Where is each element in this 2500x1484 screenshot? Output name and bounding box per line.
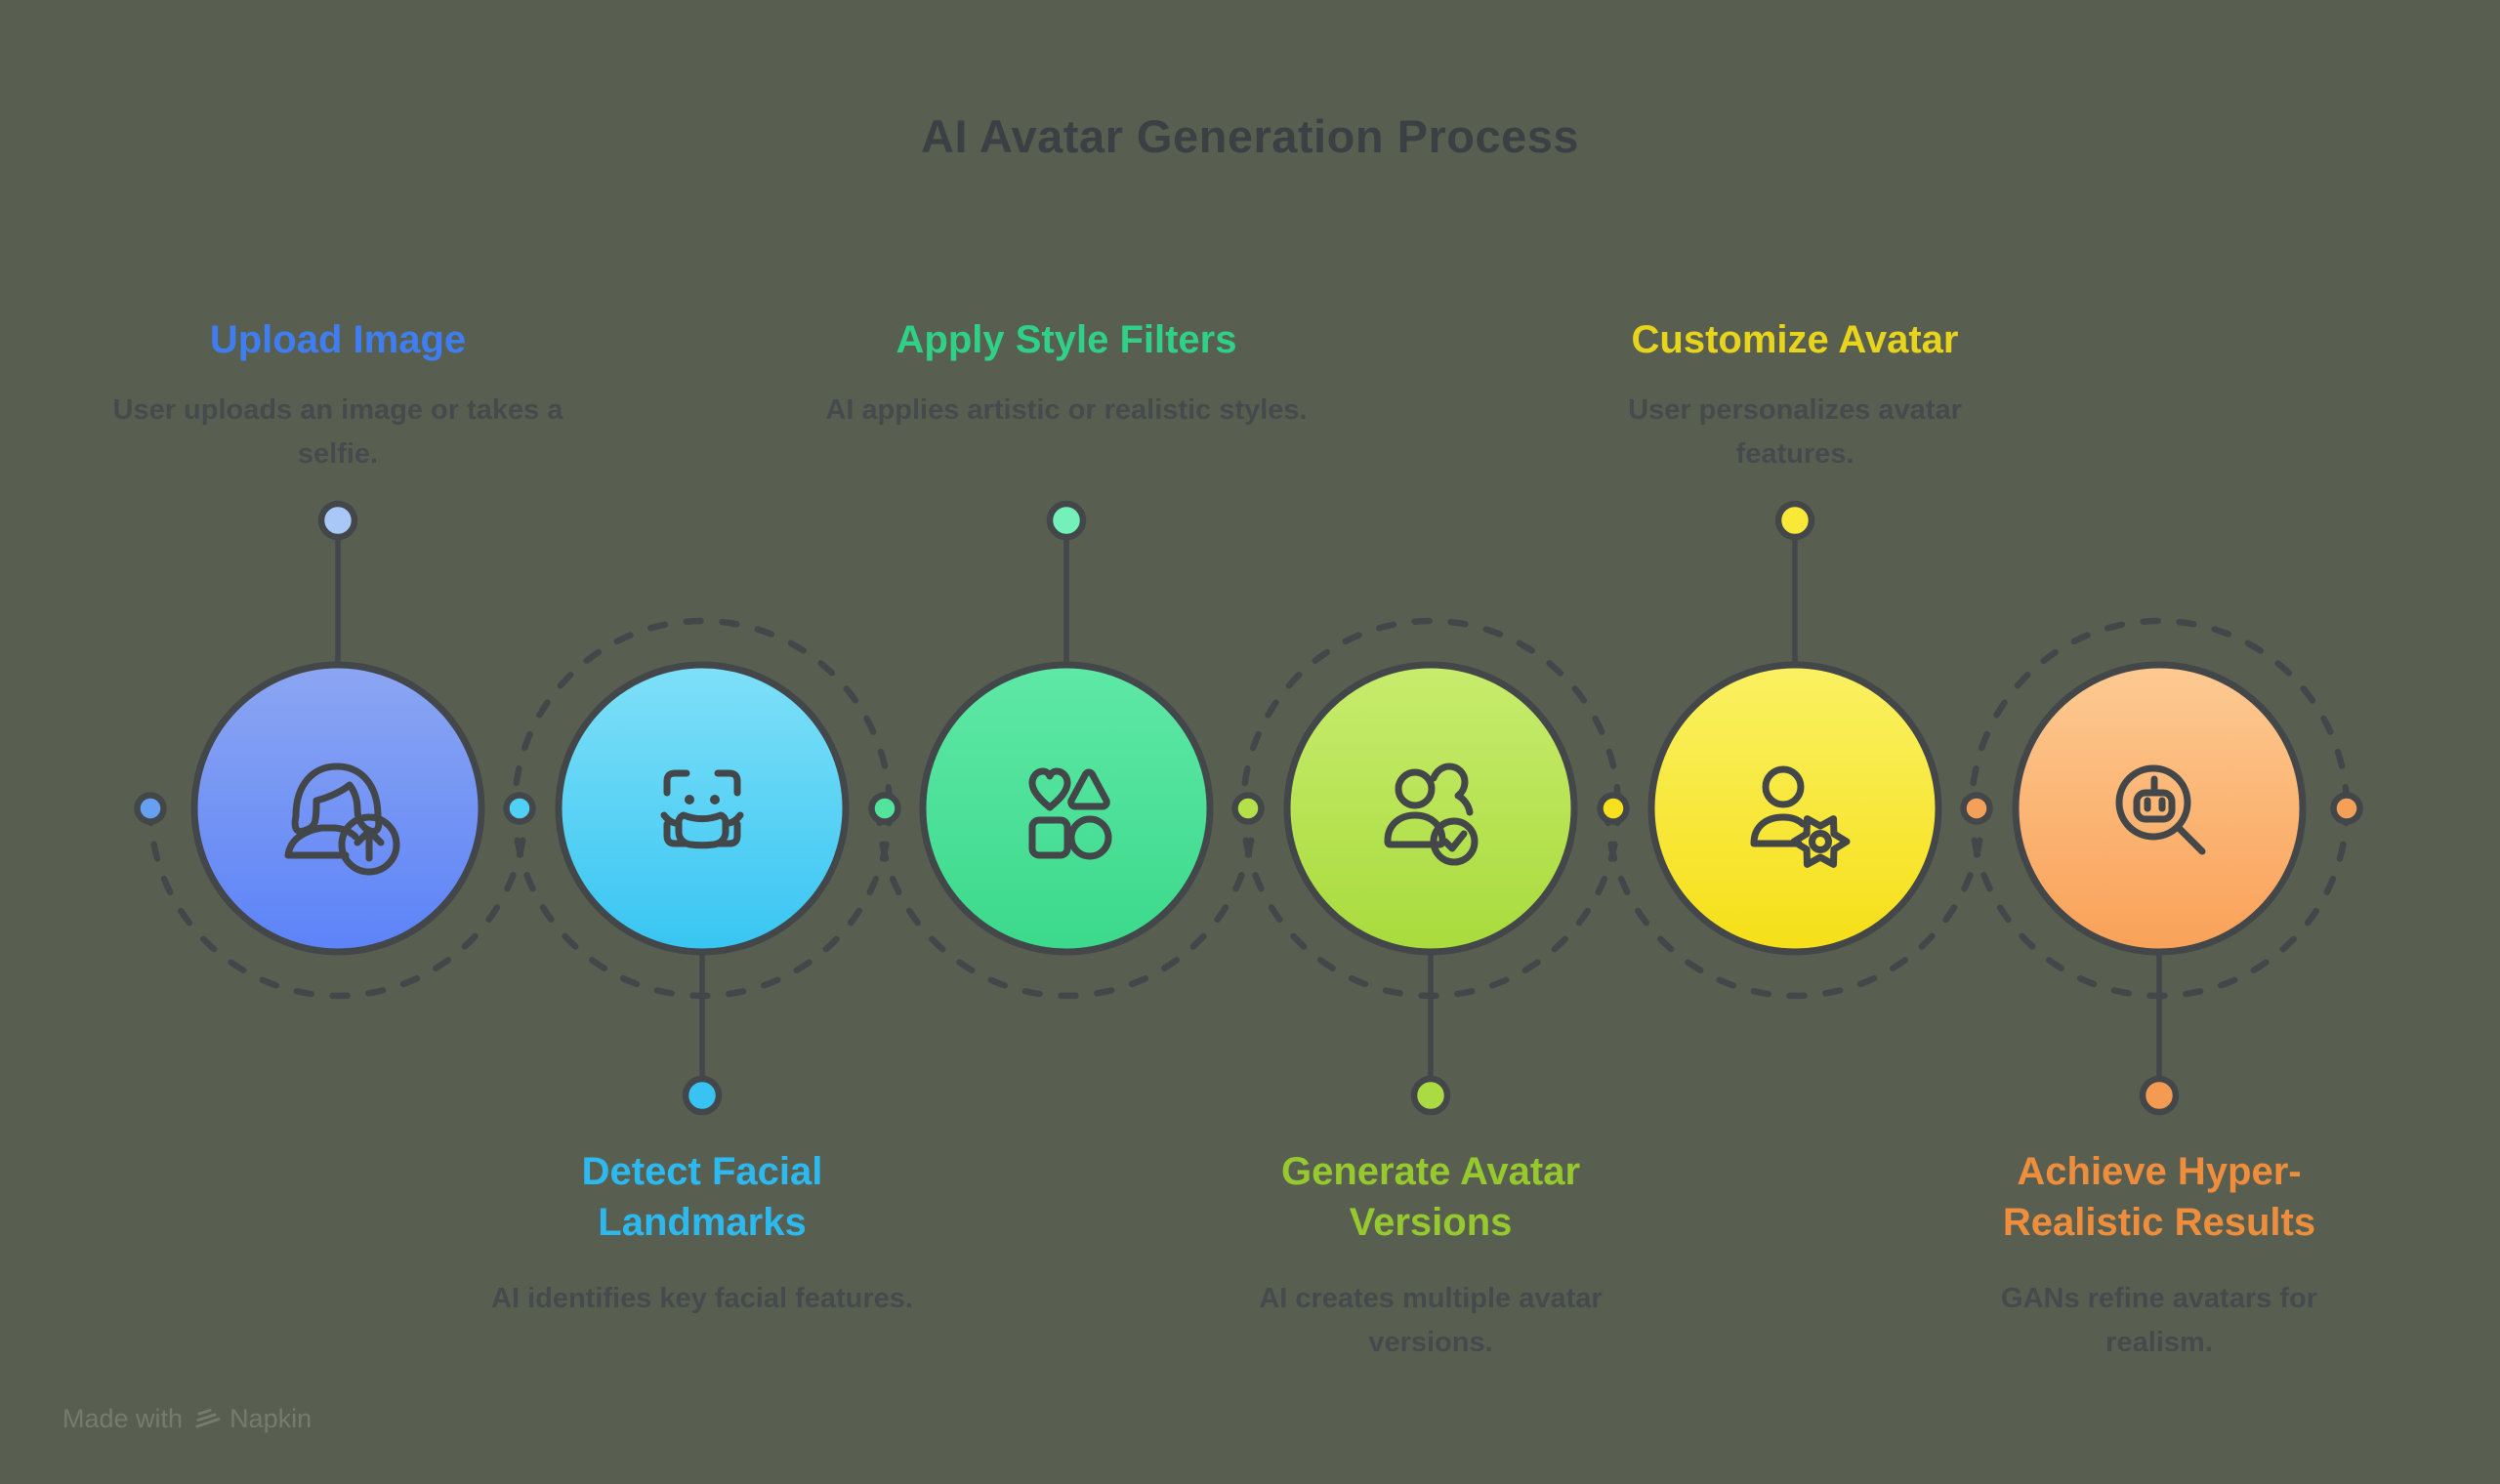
robot-magnifier-icon <box>2115 764 2206 855</box>
avatar-versions-check-icon <box>1384 763 1479 866</box>
eye-dot-left <box>685 795 694 804</box>
step-heading: Apply Style Filters <box>896 318 1237 361</box>
eye-dot-right <box>710 795 720 804</box>
step-label-block-detect-landmarks: Detect Facial Landmarks AI identifies ke… <box>438 1146 966 1321</box>
napkin-logo-icon <box>191 1405 221 1434</box>
step-label-block-hyper-realistic: Achieve Hyper-Realistic Results GANs ref… <box>1896 1146 2423 1365</box>
user-gear-icon <box>1750 765 1851 868</box>
style-shapes-icon <box>1028 767 1112 860</box>
dashed-orbit-step1 <box>146 804 529 1000</box>
step-circle-detect-landmarks <box>555 661 850 956</box>
connector-dot-step4 <box>1410 1075 1451 1116</box>
watermark: Made with Napkin <box>62 1404 312 1434</box>
watermark-brand: Napkin <box>229 1404 312 1433</box>
step-heading: Generate Avatar Versions <box>1280 1150 1581 1244</box>
dashed-orbit-step5 <box>1604 804 1986 1000</box>
step-label-block-avatar-versions: Generate Avatar Versions AI creates mult… <box>1167 1146 1694 1365</box>
step-label-block-upload-image: Upload Image User uploads an image or ta… <box>74 314 602 476</box>
connector-dot-step3 <box>1046 500 1087 541</box>
connector-dot-step1 <box>317 500 358 541</box>
woman-upload-icon <box>284 763 400 876</box>
step-description: AI identifies key facial features. <box>491 1283 913 1314</box>
side-dot-start <box>134 792 167 825</box>
side-dot-5-6 <box>1960 792 1993 825</box>
step-description: User personalizes avatar features. <box>1628 394 1962 470</box>
connector-dot-step2 <box>682 1075 723 1116</box>
step-heading: Upload Image <box>209 318 467 361</box>
page-title: AI Avatar Generation Process <box>921 110 1579 162</box>
side-dot-1-2 <box>503 792 536 825</box>
side-dot-4-5 <box>1597 792 1630 825</box>
watermark-prefix: Made with <box>62 1404 184 1433</box>
face-scan-icon <box>660 769 744 849</box>
connector-dot-step5 <box>1774 500 1815 541</box>
step-label-block-style-filters: Apply Style Filters AI applies artistic … <box>803 314 1330 433</box>
step-description: GANs refine avatars for realism. <box>2001 1283 2317 1358</box>
step-heading: Customize Avatar <box>1631 318 1959 361</box>
step-heading: Detect Facial Landmarks <box>581 1150 823 1244</box>
step-description: User uploads an image or takes a selfie. <box>112 394 563 470</box>
step-label-block-customize-avatar: Customize Avatar User personalizes avata… <box>1531 314 2059 476</box>
step-circle-avatar-versions <box>1283 661 1578 956</box>
side-dot-2-3 <box>868 792 901 825</box>
side-dot-3-4 <box>1231 792 1265 825</box>
step-circle-customize-avatar <box>1647 661 1942 956</box>
step-description: AI applies artistic or realistic styles. <box>825 394 1308 426</box>
step-circle-upload-image <box>190 661 485 956</box>
step-circle-style-filters <box>919 661 1214 956</box>
dashed-orbit-step3 <box>875 804 1258 1000</box>
side-dot-end <box>2330 792 2363 825</box>
step-heading: Achieve Hyper-Realistic Results <box>2002 1150 2316 1244</box>
step-description: AI creates multiple avatar versions. <box>1259 1283 1603 1358</box>
connector-dot-step6 <box>2139 1075 2180 1116</box>
